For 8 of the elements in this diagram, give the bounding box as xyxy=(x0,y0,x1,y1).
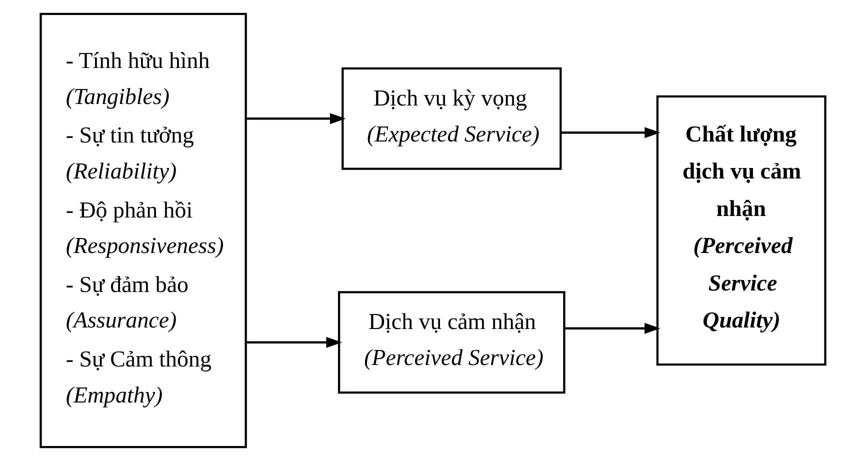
arrow xyxy=(245,113,346,124)
arrow xyxy=(245,336,342,348)
arrow xyxy=(564,322,660,334)
node-box: Chất lượng dịch vụ cảm nhận (Perceived Service Quality) xyxy=(656,95,826,366)
node-box: - Tính hữu hình (Tangibles) - Sự tin tưởng (Reliability) - Độ phản hồi (Responsiveness) - Sự đảm bảo (Assurance) - Sự Cảm thông (Empathy) xyxy=(39,12,246,448)
node-box: Dịch vụ kỳ vọng (Expected Service) xyxy=(341,67,562,170)
node-box: Dịch vụ cảm nhận (Perceived Service) xyxy=(337,291,565,394)
arrow xyxy=(560,127,660,138)
